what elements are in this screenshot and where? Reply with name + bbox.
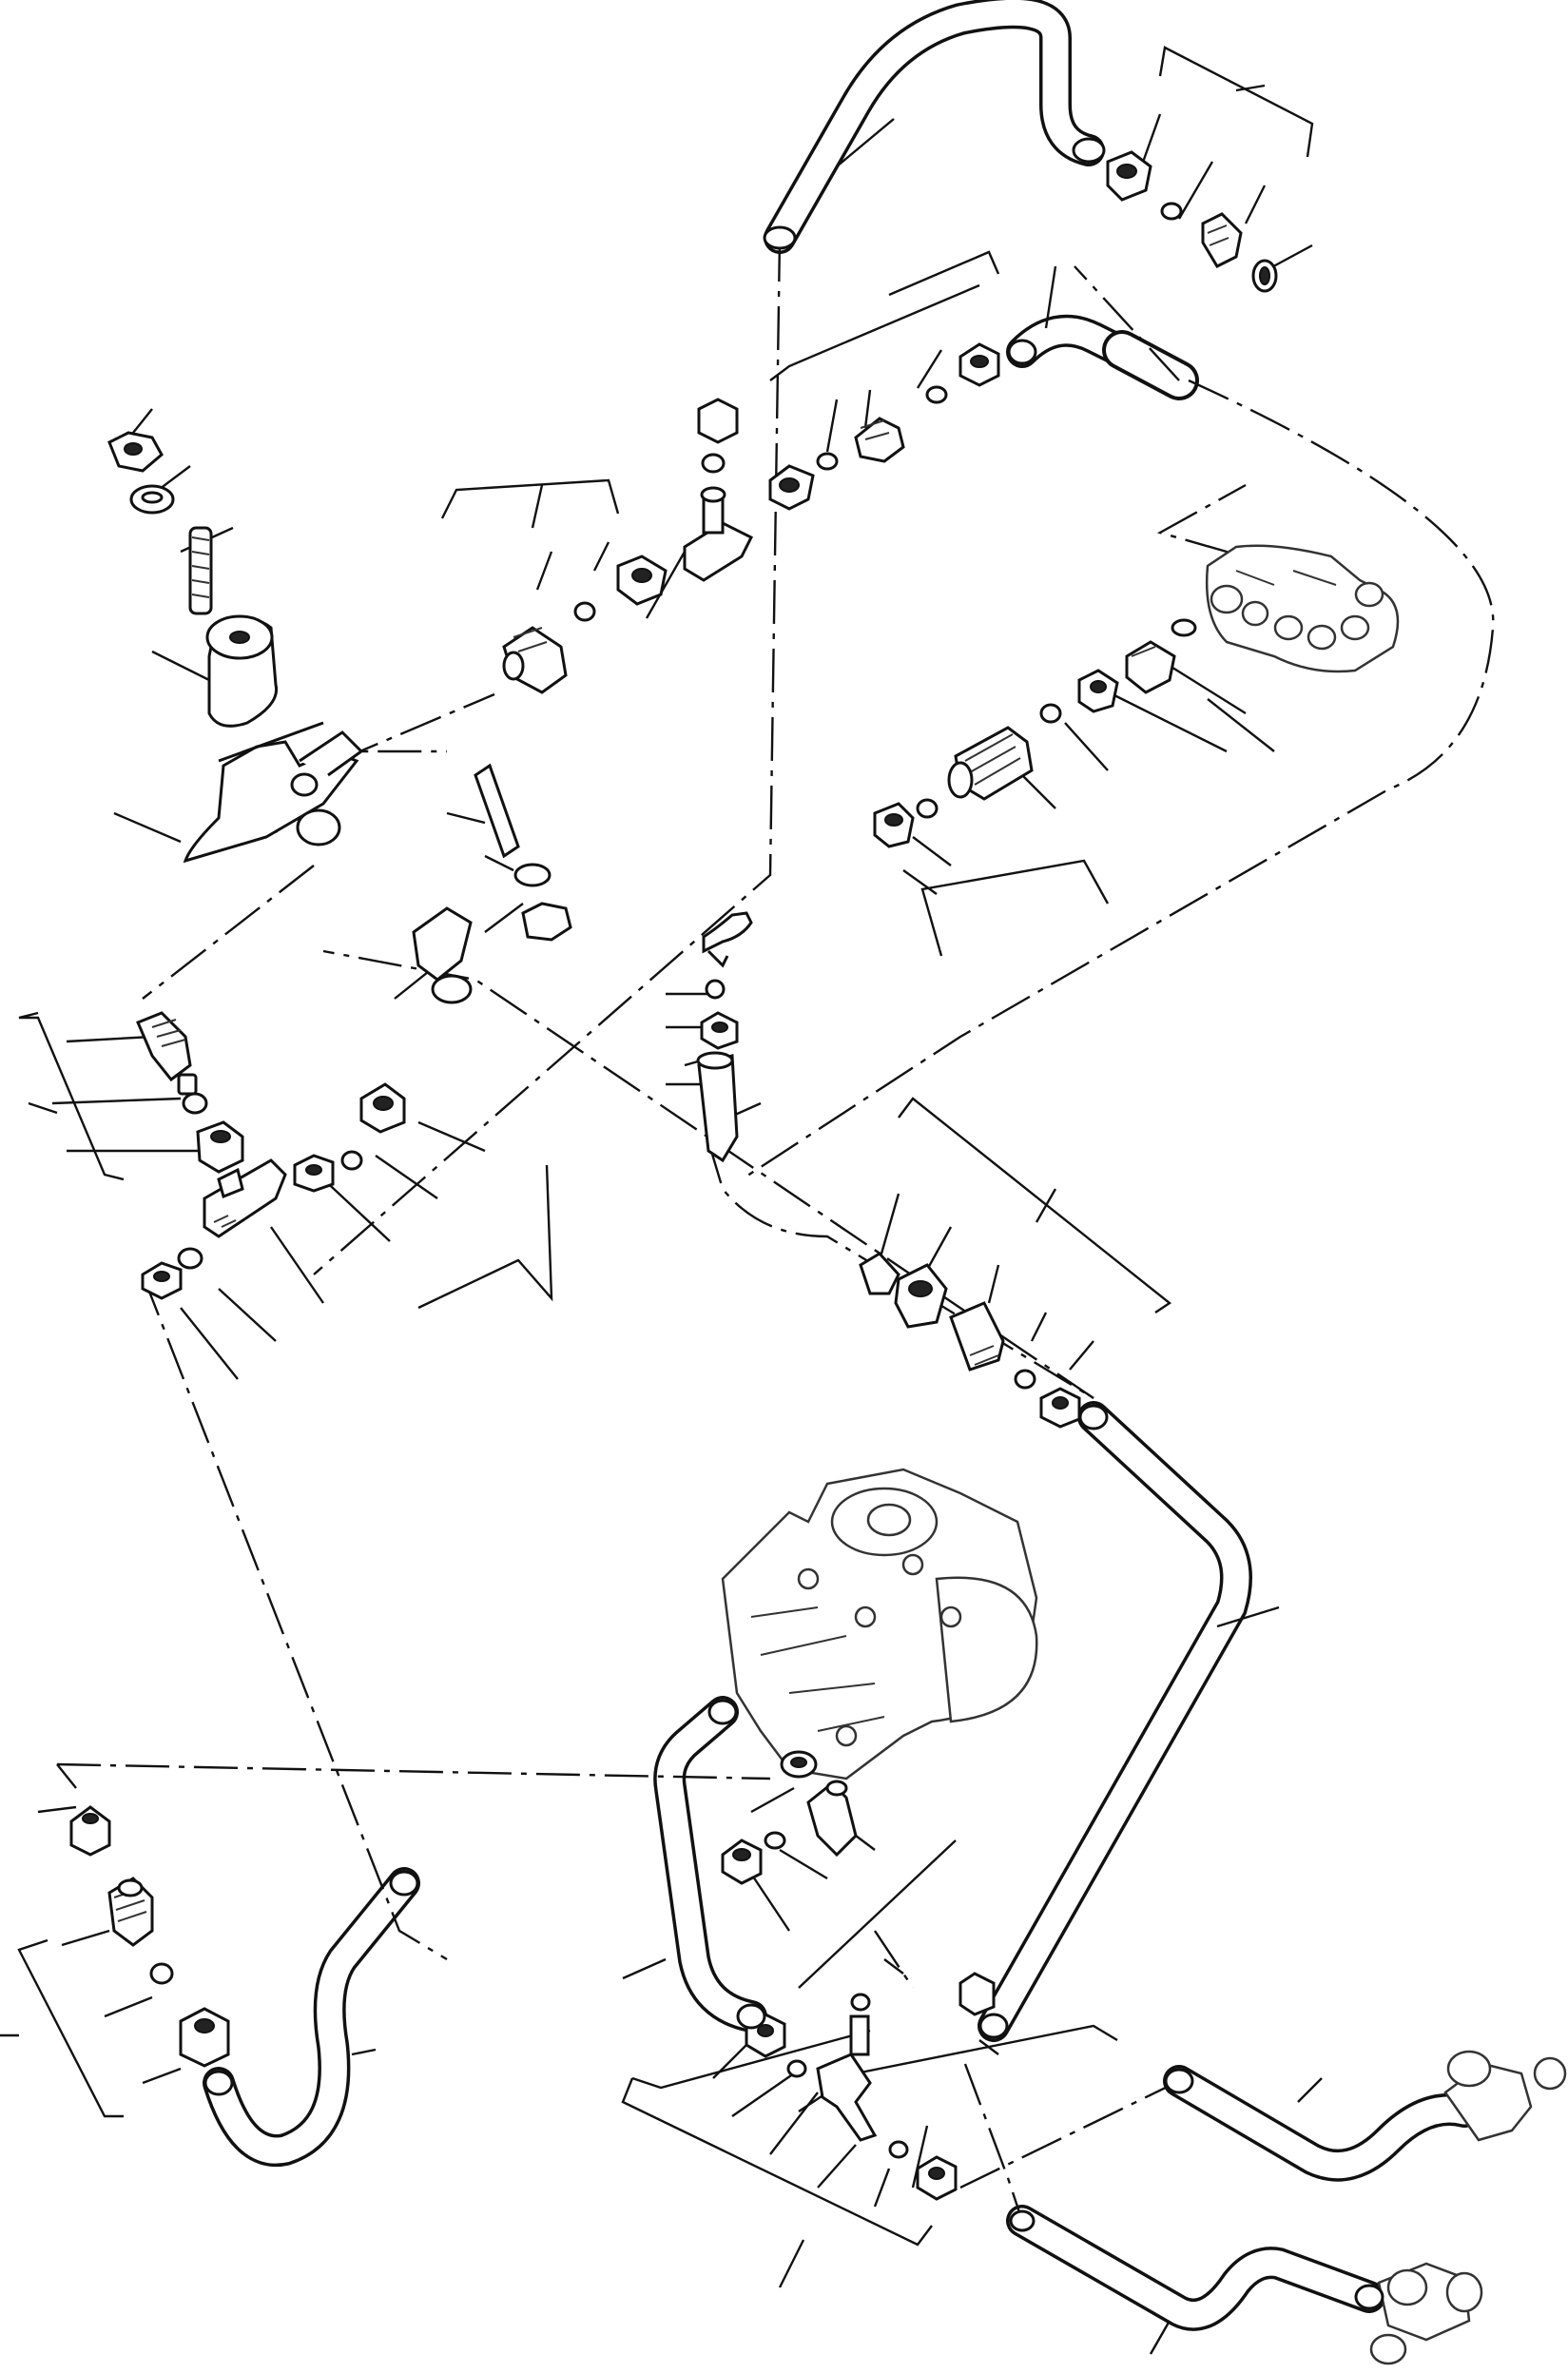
steering-unit-icon [721,1468,1038,1780]
union-adapter-icon [412,906,473,1004]
cap-nut-icon [697,398,739,444]
sleeve-icon [764,1831,786,1850]
sleeve-icon [573,601,596,622]
o-ring-icon [1171,618,1197,637]
hose-group [203,0,1481,2331]
sleeve-icon [701,453,726,474]
tube-adapter-icon [696,1051,739,1163]
hex-nut-icon [958,1972,996,2016]
sleeve-icon [816,452,839,471]
lock-washer-icon [513,863,552,887]
steering-valve-icon [1205,544,1400,673]
hex-nut-icon [107,431,164,473]
tee-block-icon [1369,2050,1567,2365]
sleeve-icon [786,2059,807,2078]
elbow-fitting-icon [806,1780,858,1858]
lock-washer-icon [129,484,175,515]
sleeve-icon [1039,703,1062,724]
sleeve-icon [177,1247,203,1270]
stud-icon [474,763,520,859]
sleeve-icon [925,385,948,404]
hex-nut-icon [293,1154,335,1193]
hex-nut-icon [894,1263,948,1329]
sleeve-icon [859,1252,900,1295]
elbow-fitting-icon [702,911,753,968]
hex-nut-icon [873,802,915,848]
hex-nut-icon [179,2007,230,2068]
male-connector-icon [136,1011,198,1096]
alignment-lines [56,237,1495,2222]
bottom-right-hose-lower [1006,2205,1385,2331]
hex-nut-icon [359,1082,406,1134]
seal-washer-icon [780,1750,818,1779]
hex-nut-icon [196,1120,244,1174]
cylinder-spacer-icon [205,614,279,728]
male-connector-icon [502,626,568,694]
sleeve-icon [916,798,939,819]
hex-nut-icon [916,2155,958,2201]
hex-nut-icon [721,1839,763,1885]
male-connector-icon [107,1877,154,1947]
leader-lines [0,46,1323,2355]
male-connector-icon [854,417,905,463]
reducer-adapter-icon [949,1301,1005,1372]
sleeve-icon [705,979,726,1000]
sleeve-icon [340,1150,363,1171]
bottom-right-hose-upper [1163,2065,1481,2182]
sleeve-icon [182,1092,208,1115]
tee-fitting-icon [683,486,754,582]
hex-nut-icon [141,1261,183,1300]
hex-nut-icon [958,342,1000,387]
tee-fitting-icon [203,1158,287,1238]
sleeve-icon [1014,1369,1036,1390]
hex-nut-icon [616,555,668,606]
hex-nut-icon [1039,1387,1081,1429]
stud-icon [188,526,213,615]
tee-fitting-icon [816,2014,878,2142]
right-center-hose [978,1401,1252,2042]
male-connector-icon [1201,212,1243,268]
hex-nut-icon [1106,150,1152,202]
o-ring-icon [1251,259,1278,293]
lower-center-hose [653,1696,767,2033]
sleeve-icon [888,2140,909,2159]
male-connector-icon [1125,640,1176,694]
tee-bracket-icon [183,721,364,864]
hose-ferrule-icon [203,137,1384,2310]
cap-nut-icon [69,1805,111,1857]
hex-nut-icon [521,902,572,942]
lower-left-hose [203,1867,420,2168]
top-hose [764,0,1105,254]
sleeve-icon [1160,202,1183,221]
hex-nut-icon [768,464,815,511]
sleeve-icon [850,1993,871,2012]
sleeve-icon [149,1962,174,1985]
hex-nut-icon [700,1011,739,1050]
bulkhead-union-icon [947,726,1034,801]
hex-nut-icon [1077,669,1119,713]
